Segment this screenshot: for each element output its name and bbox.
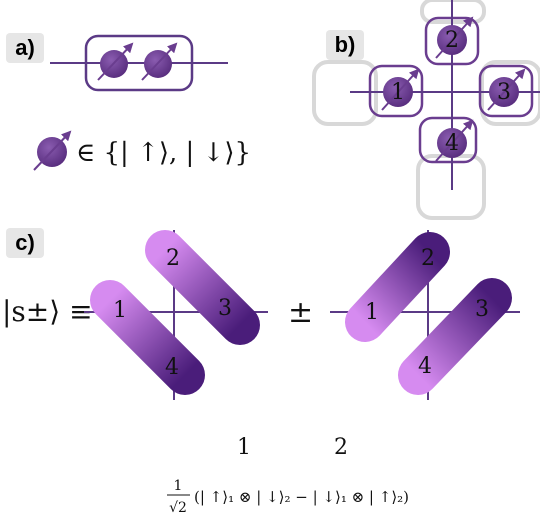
svg-text:1: 1 bbox=[391, 80, 405, 105]
svg-text:1: 1 bbox=[237, 435, 251, 460]
svg-text:2: 2 bbox=[421, 246, 435, 271]
svg-text:2: 2 bbox=[166, 246, 180, 271]
spin-icon bbox=[33, 130, 72, 171]
formula-fraction-numerator: 1 bbox=[174, 478, 183, 494]
svg-text:3: 3 bbox=[218, 296, 232, 321]
svg-text:3: 3 bbox=[475, 297, 489, 322]
svg-text:2: 2 bbox=[334, 435, 348, 460]
spin-site-1: 1 bbox=[381, 68, 420, 111]
svg-text:1: 1 bbox=[365, 300, 379, 325]
bond-1-4: 1 4 bbox=[90, 280, 205, 395]
bond-4-3: 4 3 bbox=[398, 278, 512, 395]
singlet-formula: 1 √2 (| ↑⟩₁ ⊗ | ↓⟩₂ − | ↓⟩₁ ⊗ | ↑⟩₂) bbox=[167, 478, 409, 516]
formula-body: (| ↑⟩₁ ⊗ | ↓⟩₂ − | ↓⟩₁ ⊗ | ↑⟩₂) bbox=[194, 488, 409, 506]
svg-text:2: 2 bbox=[445, 28, 459, 53]
spin-legend: ∈ {| ↑⟩, | ↓⟩} bbox=[33, 130, 251, 171]
svg-text:4: 4 bbox=[165, 355, 179, 380]
spin-site-4: 4 bbox=[435, 119, 474, 162]
spin-icon bbox=[97, 42, 134, 81]
panel-label-a: a) bbox=[6, 33, 44, 63]
bond-1-2: 1 2 bbox=[345, 232, 450, 342]
formula-fraction-denominator: √2 bbox=[169, 500, 187, 516]
svg-text:4: 4 bbox=[418, 354, 432, 379]
plus-minus-sign: ± bbox=[288, 295, 313, 330]
panel-a-dimer bbox=[50, 34, 228, 92]
spin-site-2: 2 bbox=[435, 16, 474, 59]
spin-set-text: ∈ {| ↑⟩, | ↓⟩} bbox=[76, 138, 251, 168]
panel-label-b: b) bbox=[326, 30, 364, 60]
panel-b-plaquette: 2 1 3 4 bbox=[312, 0, 540, 220]
right-config: 1 2 4 3 bbox=[345, 232, 512, 395]
bond-2-3: 2 3 bbox=[145, 230, 260, 345]
svg-text:3: 3 bbox=[497, 80, 511, 105]
state-lhs: |s±⟩ ≡ bbox=[2, 295, 93, 328]
singlet-bond: 1 2 bbox=[222, 429, 362, 465]
spin-site-3: 3 bbox=[487, 68, 526, 111]
spin-icon bbox=[141, 42, 178, 81]
panel-label-c: c) bbox=[6, 228, 44, 258]
svg-text:1: 1 bbox=[113, 298, 127, 323]
left-config: 1 4 2 3 bbox=[90, 230, 260, 395]
svg-text:4: 4 bbox=[445, 131, 459, 156]
